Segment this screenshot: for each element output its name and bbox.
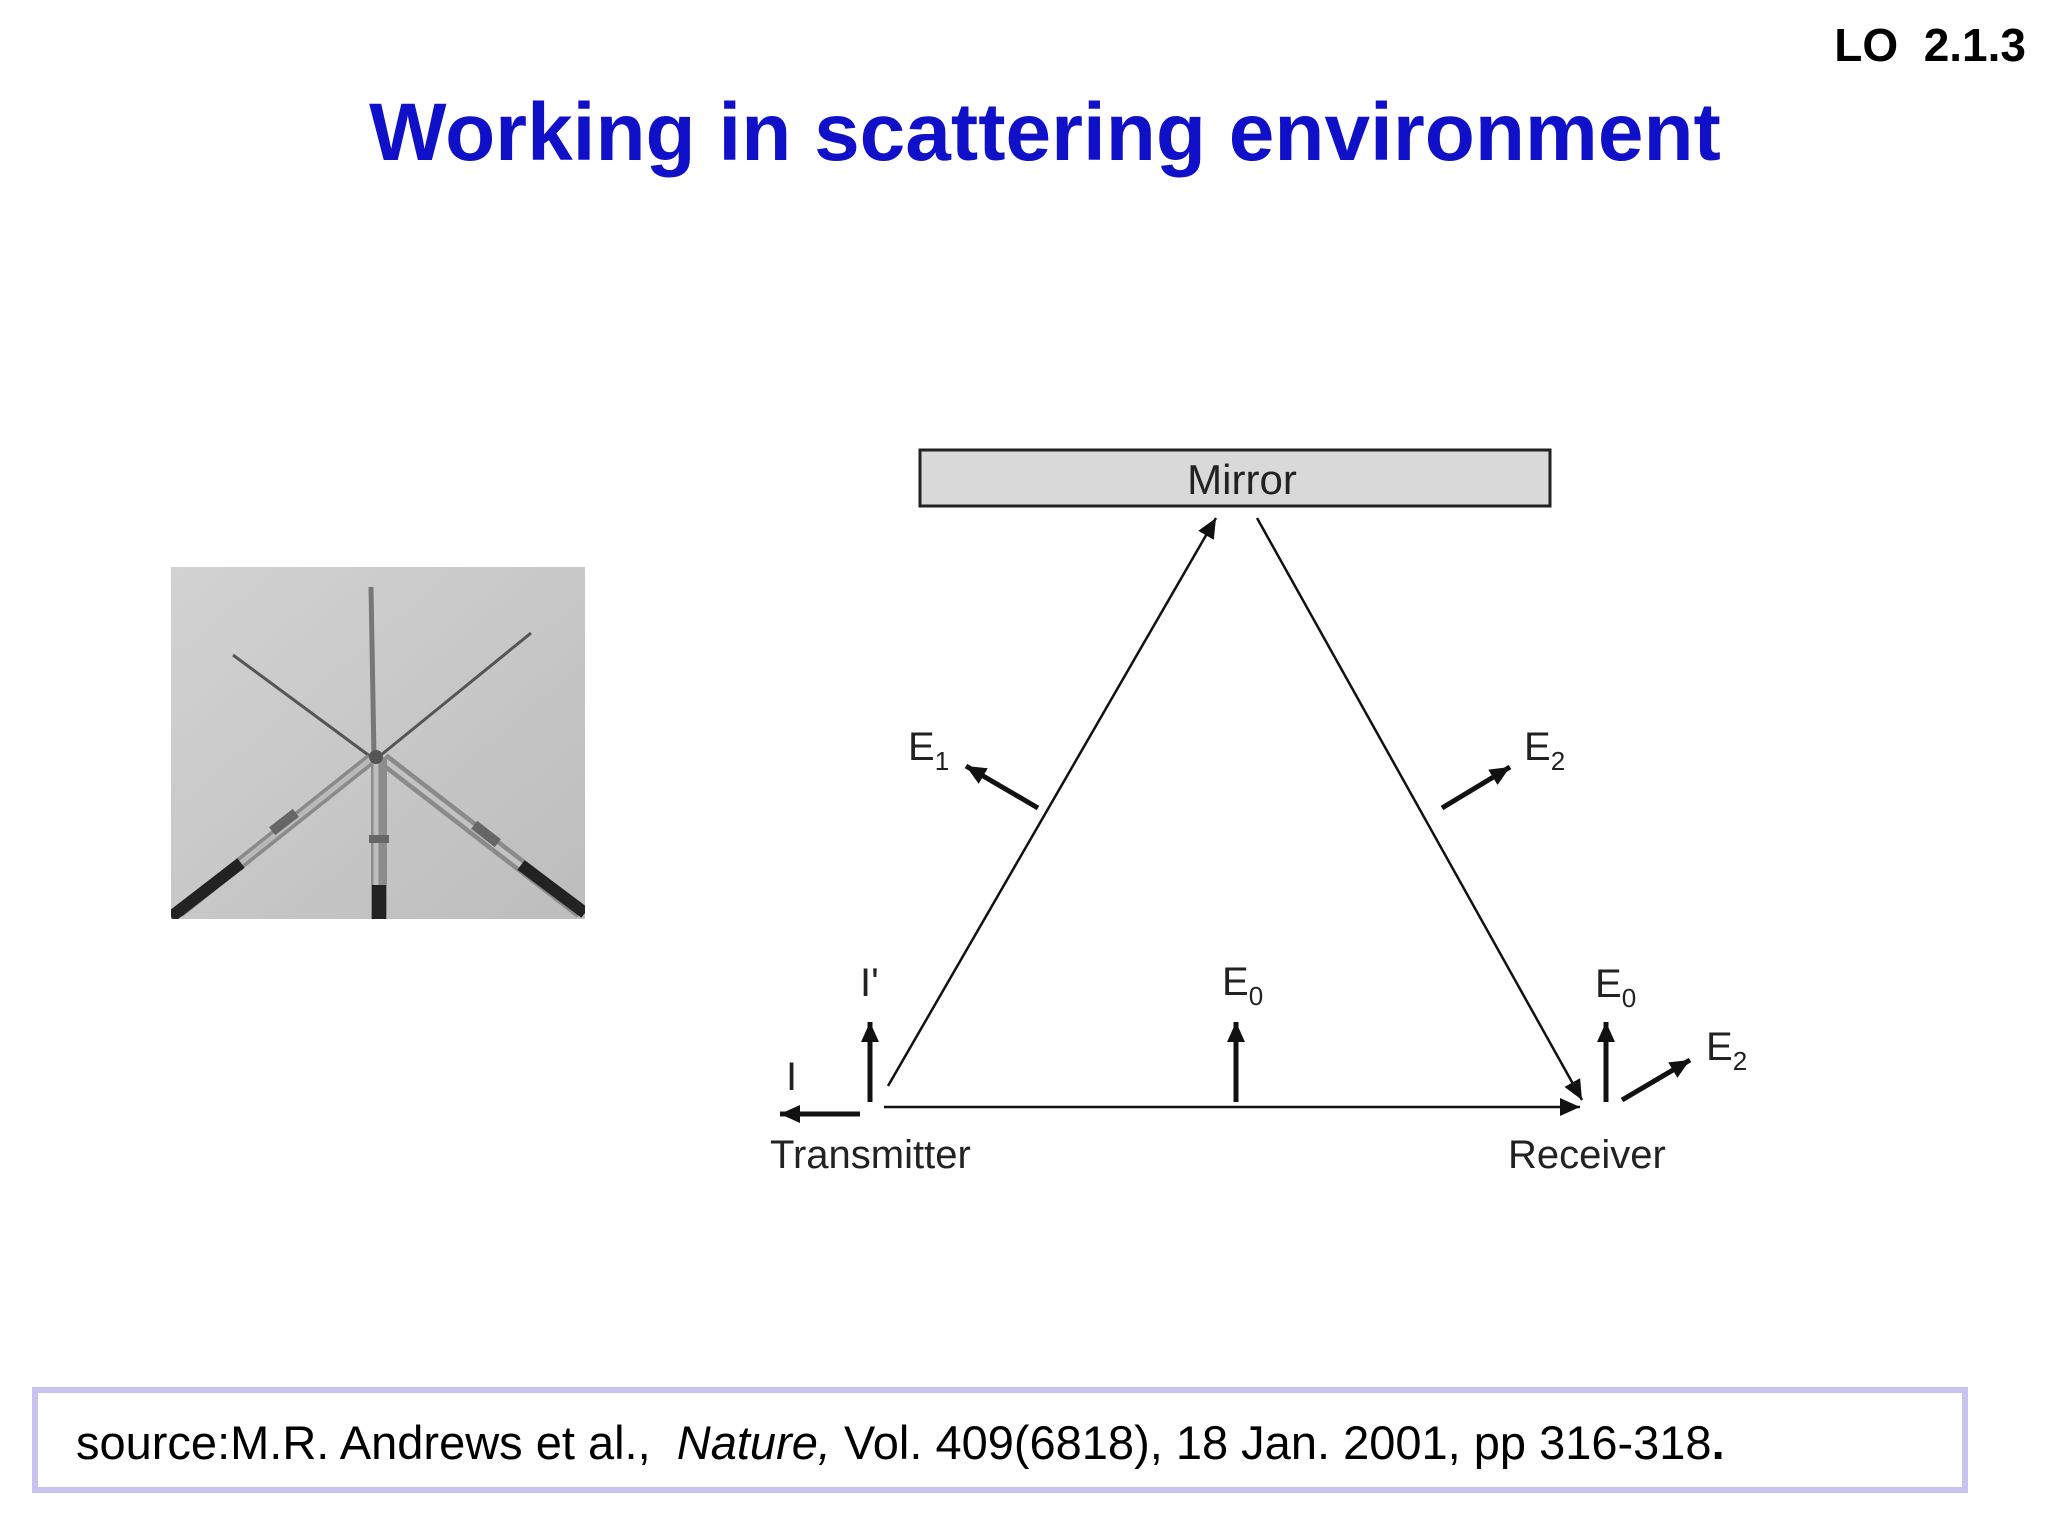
transmitter-label: Transmitter — [770, 1133, 971, 1177]
i-label: I — [786, 1055, 797, 1099]
i-prime-label: I' — [860, 961, 879, 1005]
ray-transmitter-to-mirror — [886, 517, 1218, 1087]
e2-receiver-arrow — [1620, 1057, 1692, 1103]
antenna-photo-drawing — [171, 567, 585, 919]
slide-title: Working in scattering environment — [369, 87, 1721, 178]
receiver-label: Receiver — [1508, 1133, 1666, 1177]
antenna-array-photo — [171, 567, 585, 919]
mirror-box — [918, 448, 1552, 508]
mirror-label: Mirror — [1187, 456, 1297, 503]
source-citation-box: source:M.R. Andrews et al., Nature, Vol.… — [32, 1387, 1968, 1493]
lo-tag: LO 2.1.3 — [1834, 19, 2026, 71]
e0-mid-label: E0 — [1222, 960, 1263, 1011]
e0-receiver-label: E0 — [1595, 962, 1636, 1013]
e2-receiver-label: E2 — [1706, 1025, 1747, 1076]
e1-arrow — [964, 763, 1040, 811]
e1-label: E1 — [908, 725, 949, 776]
source-citation: source:M.R. Andrews et al., Nature, Vol.… — [76, 1416, 1725, 1469]
e2-label: E2 — [1524, 725, 1565, 776]
scattering-diagram: Mirror E1 E2 I' I E0 E0 — [740, 430, 1820, 1210]
e2-arrow — [1440, 764, 1512, 811]
ray-mirror-to-receiver — [1255, 517, 1584, 1101]
